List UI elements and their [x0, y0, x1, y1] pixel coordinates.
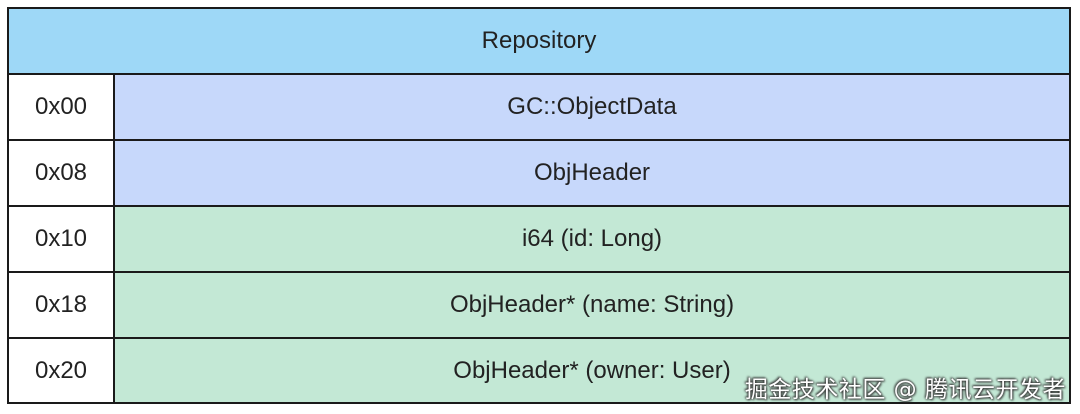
offset-cell-2: 0x10 [9, 207, 115, 273]
offset-cell-4: 0x20 [9, 339, 115, 402]
memory-layout-table: Repository 0x00 GC::ObjectData 0x08 ObjH… [7, 7, 1071, 404]
watermark: 掘金技术社区 @ 腾讯云开发者 [744, 377, 1066, 403]
field-cell-0: GC::ObjectData [115, 75, 1069, 141]
field-cell-2: i64 (id: Long) [115, 207, 1069, 273]
table-header-title: Repository [9, 9, 1069, 75]
offset-cell-1: 0x08 [9, 141, 115, 207]
offset-cell-0: 0x00 [9, 75, 115, 141]
offset-cell-3: 0x18 [9, 273, 115, 339]
field-cell-1: ObjHeader [115, 141, 1069, 207]
field-cell-4: ObjHeader* (owner: User) [115, 339, 1069, 402]
field-cell-3: ObjHeader* (name: String) [115, 273, 1069, 339]
